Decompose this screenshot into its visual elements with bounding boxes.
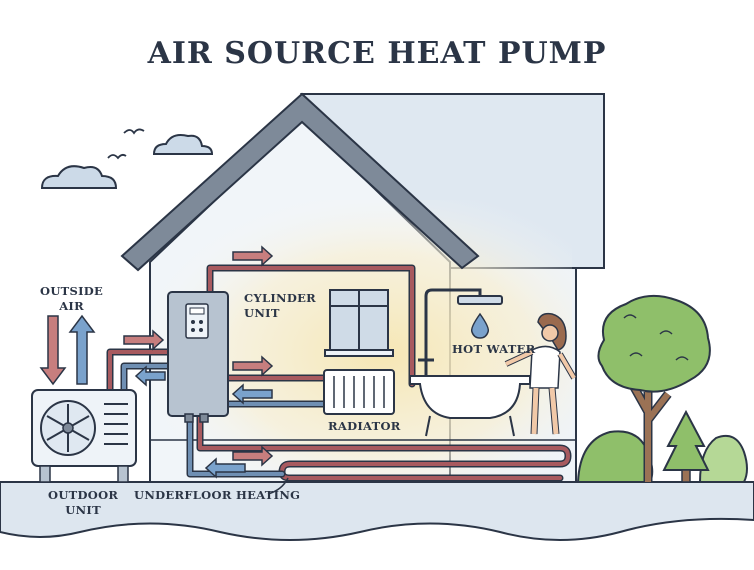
person xyxy=(504,312,577,435)
radiator xyxy=(323,369,395,415)
outside-air-arrows xyxy=(39,314,96,386)
flow-arrows xyxy=(123,245,274,479)
pipes xyxy=(106,264,572,482)
underfloor-heating-label: UNDERFLOOR HEATING xyxy=(134,488,301,502)
hot-water-label: HOT WATER xyxy=(452,342,536,356)
pine-tree-icon xyxy=(662,409,710,483)
cylinder-unit-label: CYLINDER UNIT xyxy=(244,291,317,320)
bathtub xyxy=(409,375,531,437)
ground xyxy=(0,481,754,541)
tree-icon xyxy=(597,294,711,482)
outdoor-unit xyxy=(31,389,137,483)
bird-icon xyxy=(107,128,145,160)
water-drop-icon xyxy=(470,312,490,339)
shower xyxy=(418,288,503,378)
outdoor-unit-label: OUTDOOR UNIT xyxy=(48,488,119,517)
radiator-label: RADIATOR xyxy=(328,419,401,433)
bush-icon xyxy=(576,430,748,483)
page-title: AIR SOURCE HEAT PUMP xyxy=(147,36,607,71)
underfloor-leader-line xyxy=(267,477,289,495)
cloud-icon xyxy=(152,134,214,155)
window xyxy=(324,289,394,357)
cylinder-unit xyxy=(167,291,229,423)
cloud-icon xyxy=(40,165,118,189)
outside-air-label: OUTSIDE AIR xyxy=(40,284,104,313)
